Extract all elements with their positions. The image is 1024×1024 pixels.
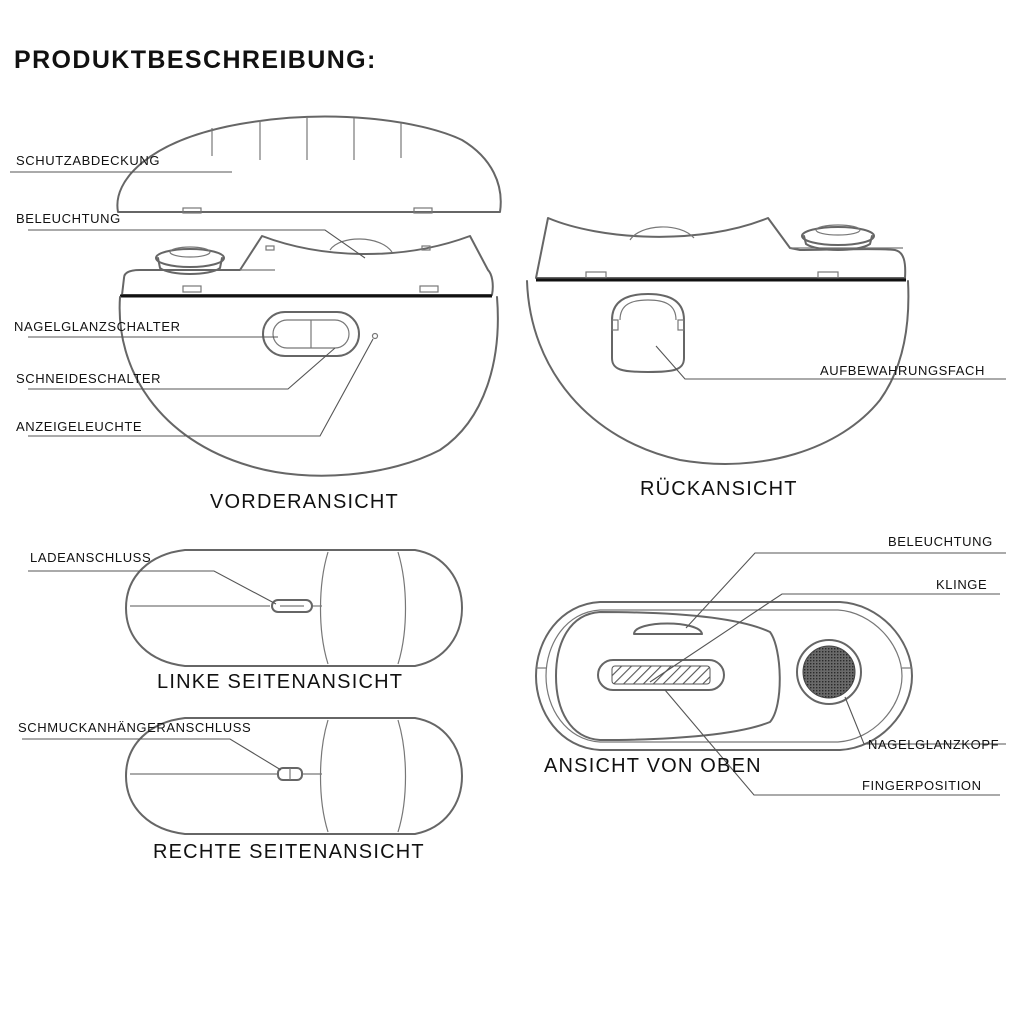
label-polish-head: NAGELGLANZKOPF	[868, 737, 1000, 752]
label-lighting-front: BELEUCHTUNG	[16, 211, 121, 226]
label-storage-compartment: AUFBEWAHRUNGSFACH	[820, 363, 986, 378]
caption-left-side-view: LINKE SEITENANSICHT	[157, 671, 404, 693]
left-side-view-drawing	[125, 549, 463, 667]
top-view-drawing	[535, 601, 913, 751]
caption-back-view: RÜCKANSICHT	[640, 478, 798, 500]
caption-right-side-view: RECHTE SEITENANSICHT	[153, 841, 425, 863]
label-charging-port: LADEANSCHLUSS	[30, 550, 152, 565]
label-lighting-top: BELEUCHTUNG	[888, 534, 993, 549]
front-view-drawing	[116, 115, 502, 477]
right-side-leaders	[22, 738, 282, 771]
label-cut-switch: SCHNEIDESCHALTER	[16, 371, 162, 386]
caption-top-view: ANSICHT VON OBEN	[544, 755, 762, 777]
label-blade: KLINGE	[936, 577, 988, 592]
label-polish-switch: NAGELGLANZSCHALTER	[14, 319, 181, 334]
label-finger-position: FINGERPOSITION	[862, 778, 982, 793]
back-leaders	[655, 345, 1006, 380]
front-leaders	[10, 171, 374, 437]
label-protective-cover: SCHUTZABDECKUNG	[16, 153, 161, 168]
protective-cover	[116, 115, 502, 214]
left-side-leaders	[28, 570, 277, 605]
page-title: PRODUKTBESCHREIBUNG:	[14, 46, 377, 74]
top-leaders	[649, 552, 1006, 796]
back-view-drawing	[526, 217, 910, 465]
right-side-view-drawing	[125, 717, 463, 835]
label-charm-port: SCHMUCKANHÄNGERANSCHLUSS	[18, 720, 252, 735]
caption-front-view: VORDERANSICHT	[210, 491, 399, 513]
label-indicator-light: ANZEIGELEUCHTE	[16, 419, 143, 434]
